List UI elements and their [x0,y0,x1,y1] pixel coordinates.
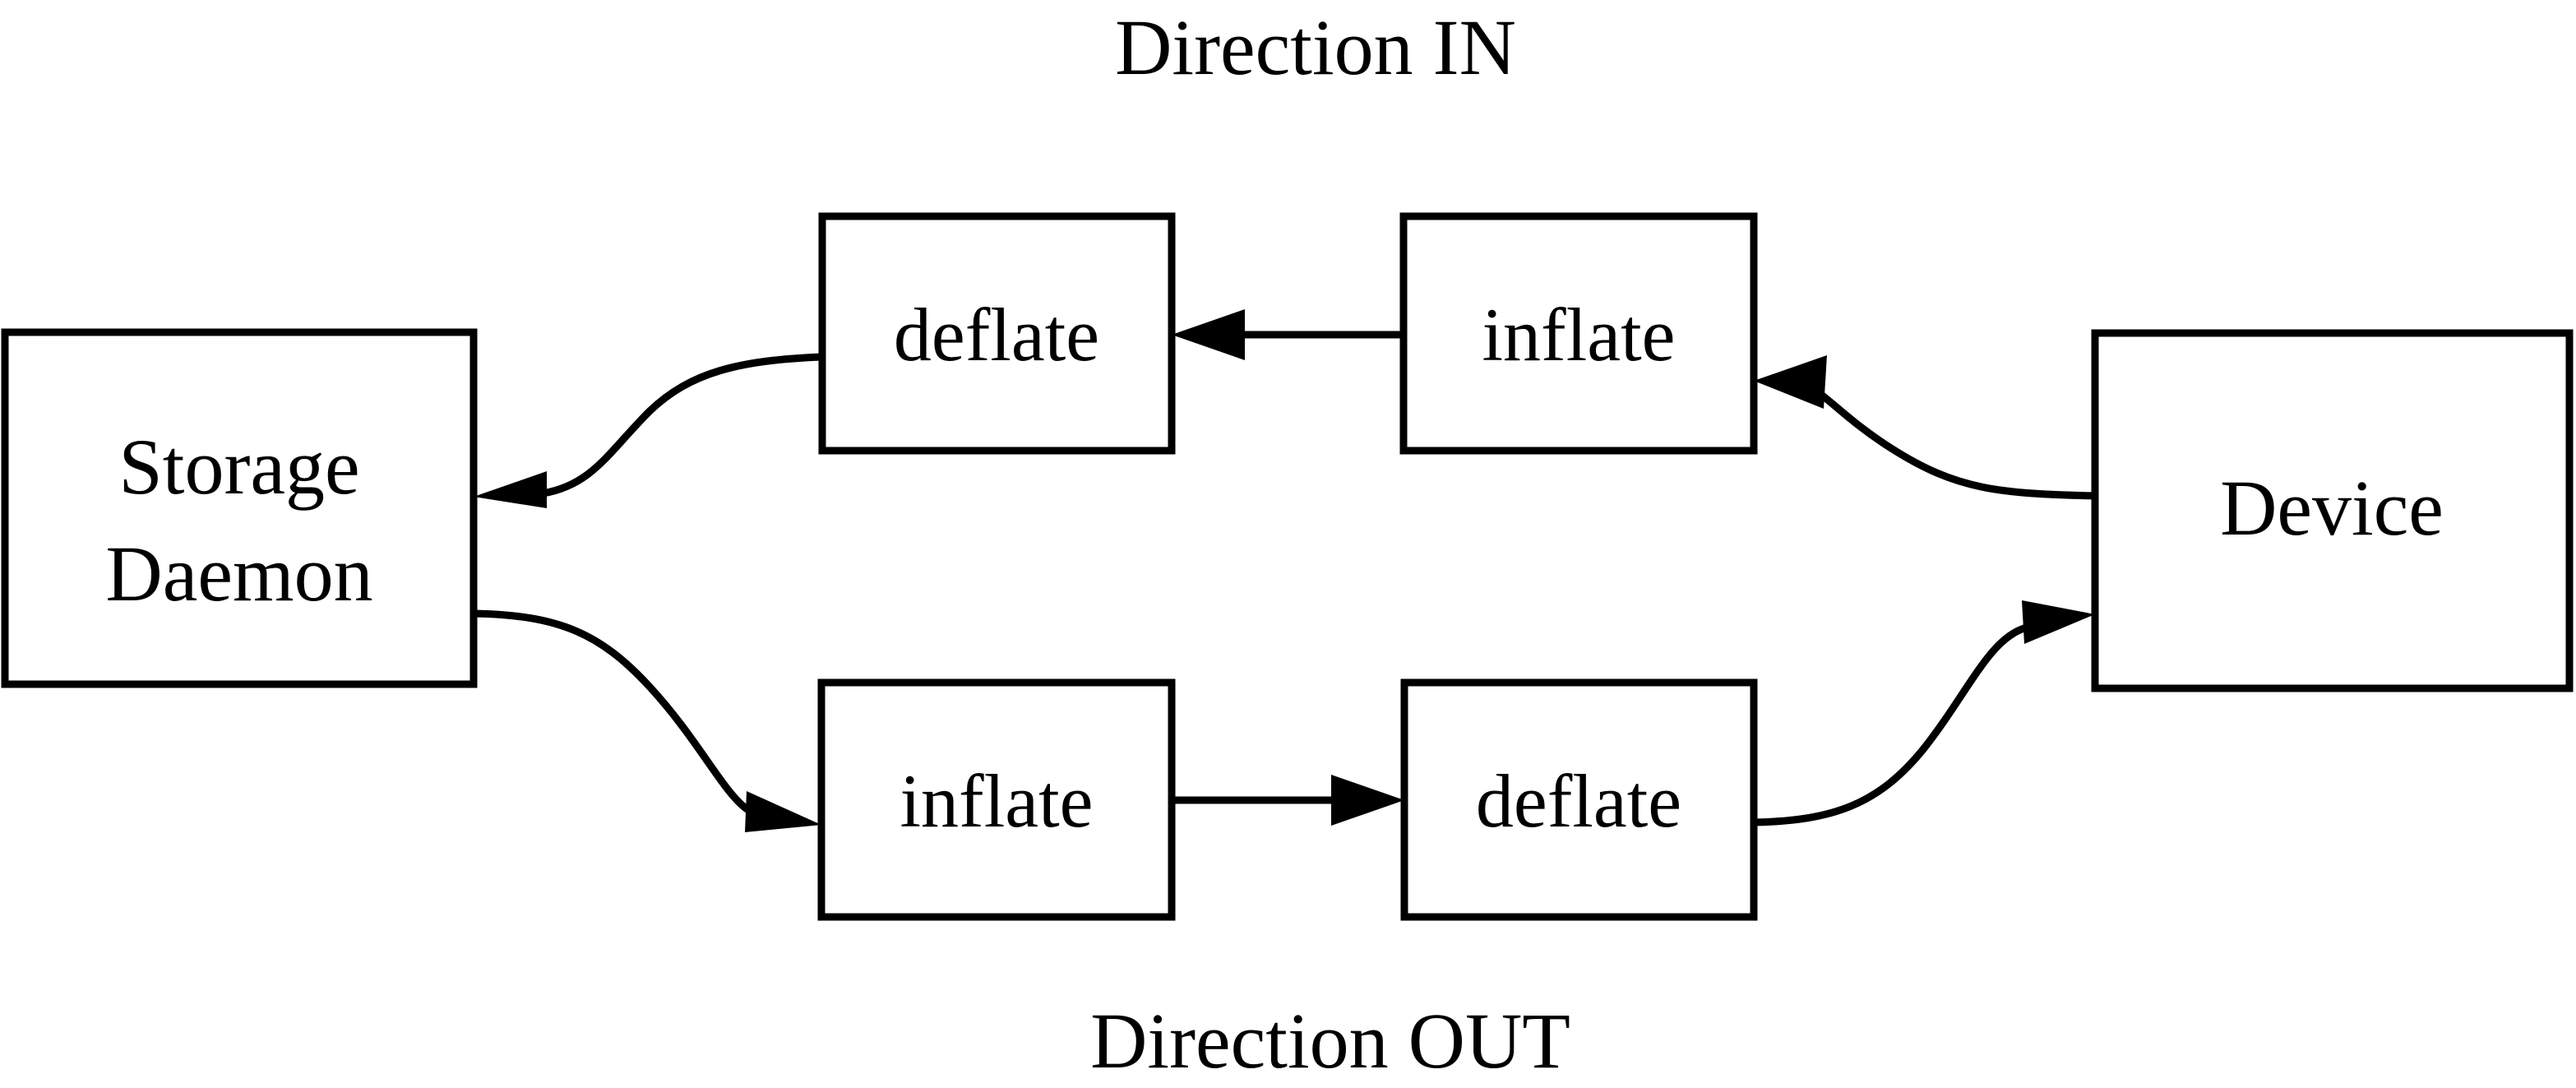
deflate-bottom-label: deflate [1476,759,1681,843]
edge-deflate-top-to-storage-daemon-line [542,353,823,498]
edge-inflate-bottom-to-deflate-bottom [1172,775,1404,826]
deflate-top-box[interactable] [818,212,1176,455]
node-inflate-bottom[interactable]: inflate [817,678,1176,921]
inflate-top-box[interactable] [1399,212,1758,455]
node-inflate-top[interactable]: inflate [1399,212,1758,455]
arrowhead-left-inflate-top-to-deflate-top [1172,309,1245,360]
inflate-top-label: inflate [1482,293,1676,377]
edge-device-to-inflate-top-line [1799,378,2096,500]
direction-out-title: Direction OUT [1090,997,1570,1085]
arrowhead-right-inflate-bottom-to-deflate-bottom [1331,775,1404,826]
edge-storage-daemon-to-inflate-bottom [473,609,821,832]
deflate-bottom-box[interactable] [1400,678,1758,921]
edge-storage-daemon-to-inflate-bottom-line [473,609,751,813]
edge-deflate-bottom-to-device [1753,600,2095,826]
edge-deflate-bottom-to-device-line [1753,623,2028,826]
arrowhead-right-deflate-bottom-to-device [2022,600,2095,644]
storage-daemon-box[interactable] [1,328,478,688]
storage-daemon-label-line2: Daemon [105,530,372,618]
inflate-bottom-box[interactable] [817,678,1176,921]
edge-inflate-top-to-deflate-top [1172,309,1404,360]
node-deflate-bottom[interactable]: deflate [1400,678,1758,921]
arrowhead-left-device-to-inflate-top [1754,355,1827,409]
inflate-bottom-label: inflate [900,759,1094,843]
node-storage-daemon[interactable]: Storage Daemon [1,328,478,688]
device-box[interactable] [2091,329,2574,692]
device-label: Device [2220,464,2444,552]
arrowhead-left-deflate-top-to-storage-daemon [474,471,547,508]
node-deflate-top[interactable]: deflate [818,212,1176,455]
node-device[interactable]: Device [2091,329,2574,692]
deflate-top-label: deflate [894,293,1099,377]
direction-in-title: Direction IN [1115,3,1516,91]
edge-device-to-inflate-top [1754,355,2096,500]
edge-deflate-top-to-storage-daemon [474,353,823,508]
arrowhead-right-storage-daemon-to-inflate-bottom [745,791,821,832]
storage-daemon-label-line1: Storage [118,423,359,511]
